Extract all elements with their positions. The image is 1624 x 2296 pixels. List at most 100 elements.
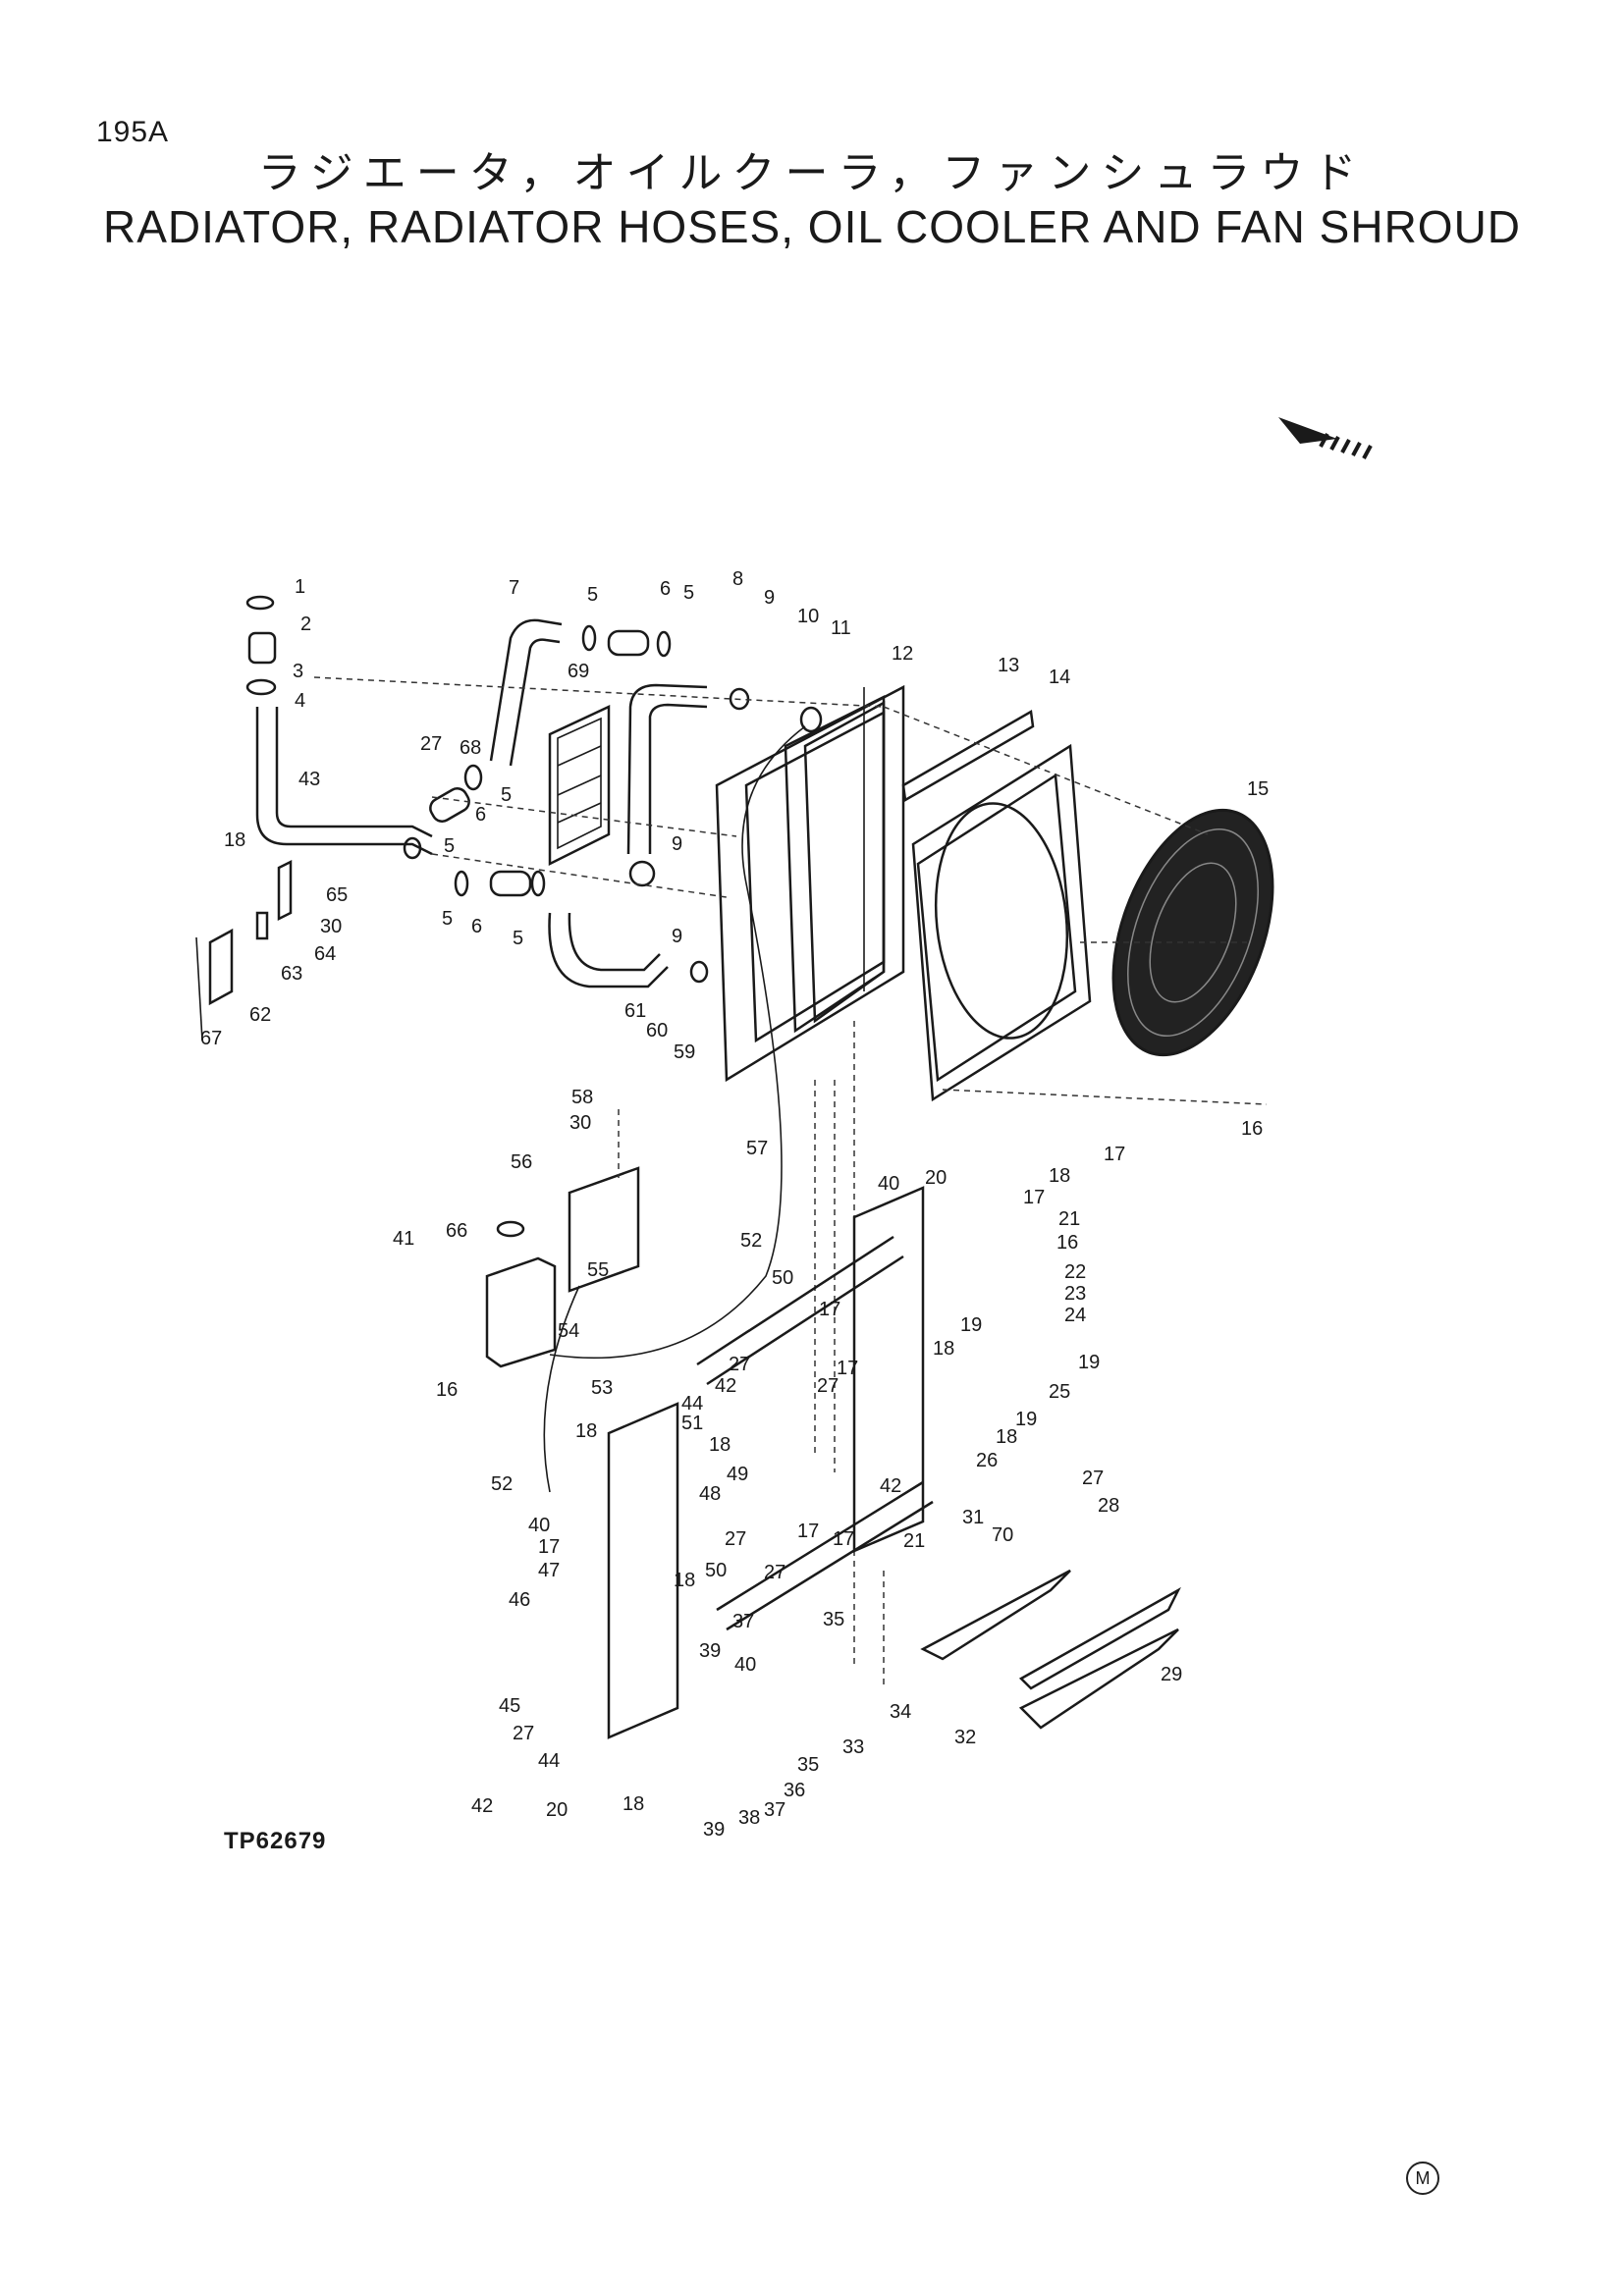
- callout-27e: 27: [764, 1562, 785, 1583]
- callout-17e: 17: [797, 1521, 819, 1542]
- title-japanese: ラジエータ，オイルクーラ，ファンシュラウド: [257, 148, 1367, 198]
- callout-6a: 6: [660, 578, 671, 600]
- callout-27d: 27: [725, 1528, 746, 1550]
- overflow-tube: [543, 725, 806, 1493]
- callout-40c: 40: [734, 1654, 756, 1676]
- callout-5f: 5: [513, 928, 523, 949]
- callout-65: 65: [326, 884, 348, 906]
- callout-35b: 35: [797, 1754, 819, 1776]
- callout-44a: 44: [681, 1393, 703, 1415]
- callout-14: 14: [1049, 667, 1070, 688]
- callout-21b: 21: [903, 1530, 925, 1552]
- callout-6b: 6: [475, 804, 486, 826]
- figure-code: TP62679: [224, 1828, 327, 1854]
- callout-42c: 42: [471, 1795, 493, 1817]
- callout-19b: 19: [960, 1314, 982, 1336]
- callout-32: 32: [954, 1727, 976, 1748]
- callout-11: 11: [831, 617, 851, 639]
- callout-5c: 5: [501, 784, 512, 806]
- callout-44b: 44: [538, 1750, 560, 1772]
- radiator-screen: [548, 705, 611, 867]
- callout-50b: 50: [705, 1560, 727, 1581]
- callout-38: 38: [738, 1807, 760, 1829]
- callout-4: 4: [295, 690, 305, 712]
- callout-17f: 17: [833, 1528, 854, 1550]
- callout-16a: 16: [1241, 1118, 1263, 1140]
- fan-shroud: [901, 709, 1092, 1102]
- callout-37b: 37: [764, 1799, 785, 1821]
- upper-radiator-hose: [489, 618, 672, 767]
- callout-18c: 18: [996, 1426, 1017, 1448]
- callout-45: 45: [499, 1695, 520, 1717]
- callout-17g: 17: [538, 1536, 560, 1558]
- callout-25: 25: [1049, 1381, 1070, 1403]
- callout-46: 46: [509, 1589, 530, 1611]
- callout-67: 67: [200, 1028, 222, 1049]
- callout-8: 8: [732, 568, 743, 590]
- callout-64: 64: [314, 943, 336, 965]
- callout-26: 26: [976, 1450, 998, 1471]
- callout-70: 70: [992, 1524, 1013, 1546]
- callout-5a: 5: [587, 584, 598, 606]
- callout-27g: 27: [1082, 1468, 1104, 1489]
- callout-15: 15: [1247, 778, 1269, 800]
- callout-18g: 18: [623, 1793, 644, 1815]
- callout-10: 10: [797, 606, 819, 627]
- callout-33: 33: [842, 1736, 864, 1758]
- callout-17c: 17: [819, 1299, 840, 1320]
- callout-23: 23: [1064, 1283, 1086, 1305]
- lower-radiator-hose: [403, 764, 709, 988]
- callout-18: 18: [224, 829, 245, 851]
- callout-63: 63: [281, 963, 302, 985]
- callout-42a: 42: [715, 1375, 736, 1397]
- callout-5b: 5: [683, 582, 694, 604]
- callout-66: 66: [446, 1220, 467, 1242]
- callout-68: 68: [460, 737, 481, 759]
- callout-69: 69: [568, 661, 589, 682]
- callout-2: 2: [300, 614, 311, 635]
- callout-59: 59: [674, 1041, 695, 1063]
- callout-27f: 27: [513, 1723, 534, 1744]
- callout-27c: 27: [817, 1375, 839, 1397]
- callout-18e: 18: [709, 1434, 731, 1456]
- callout-41: 41: [393, 1228, 414, 1250]
- callout-48: 48: [699, 1483, 721, 1505]
- callout-47: 47: [538, 1560, 560, 1581]
- callout-52b: 52: [491, 1473, 513, 1495]
- oil-cooler-frame: [607, 1186, 934, 1739]
- callout-39a: 39: [699, 1640, 721, 1662]
- callout-9b: 9: [672, 833, 682, 855]
- callout-57: 57: [746, 1138, 768, 1159]
- coolant-reservoir: [485, 1109, 640, 1368]
- under-guards: [920, 1569, 1181, 1730]
- callout-18b: 18: [933, 1338, 954, 1360]
- callout-labels: 1 2 3 4 43 18 65 30 64 63 62 67 7 5 6 5 …: [200, 568, 1269, 1841]
- callout-37a: 37: [732, 1611, 754, 1632]
- callout-22: 22: [1064, 1261, 1086, 1283]
- callout-42b: 42: [880, 1475, 901, 1497]
- callout-62: 62: [249, 1004, 271, 1026]
- callout-1: 1: [295, 576, 305, 598]
- callout-9a: 9: [764, 587, 775, 609]
- callout-18d: 18: [575, 1420, 597, 1442]
- callout-3: 3: [293, 661, 303, 682]
- alignment-lines-upper: [313, 676, 1268, 1669]
- callout-19a: 19: [1078, 1352, 1100, 1373]
- callout-51: 51: [681, 1413, 703, 1434]
- overflow-cap-assembly: [245, 595, 433, 856]
- callout-55: 55: [587, 1259, 609, 1281]
- front-direction-arrow-icon: [1278, 417, 1373, 459]
- callout-30b: 30: [569, 1112, 591, 1134]
- callout-40a: 40: [878, 1173, 899, 1195]
- callout-18a: 18: [1049, 1165, 1070, 1187]
- callout-5d: 5: [444, 835, 455, 857]
- callout-19c: 19: [1015, 1409, 1037, 1430]
- callout-34: 34: [890, 1701, 911, 1723]
- radiator-core: [715, 684, 905, 1083]
- callout-61: 61: [624, 1000, 646, 1022]
- page-code: 195A: [96, 116, 170, 148]
- callout-9c: 9: [672, 926, 682, 947]
- fan-guard: [1111, 808, 1274, 1057]
- callout-17d: 17: [837, 1358, 858, 1379]
- callout-27b: 27: [729, 1354, 750, 1375]
